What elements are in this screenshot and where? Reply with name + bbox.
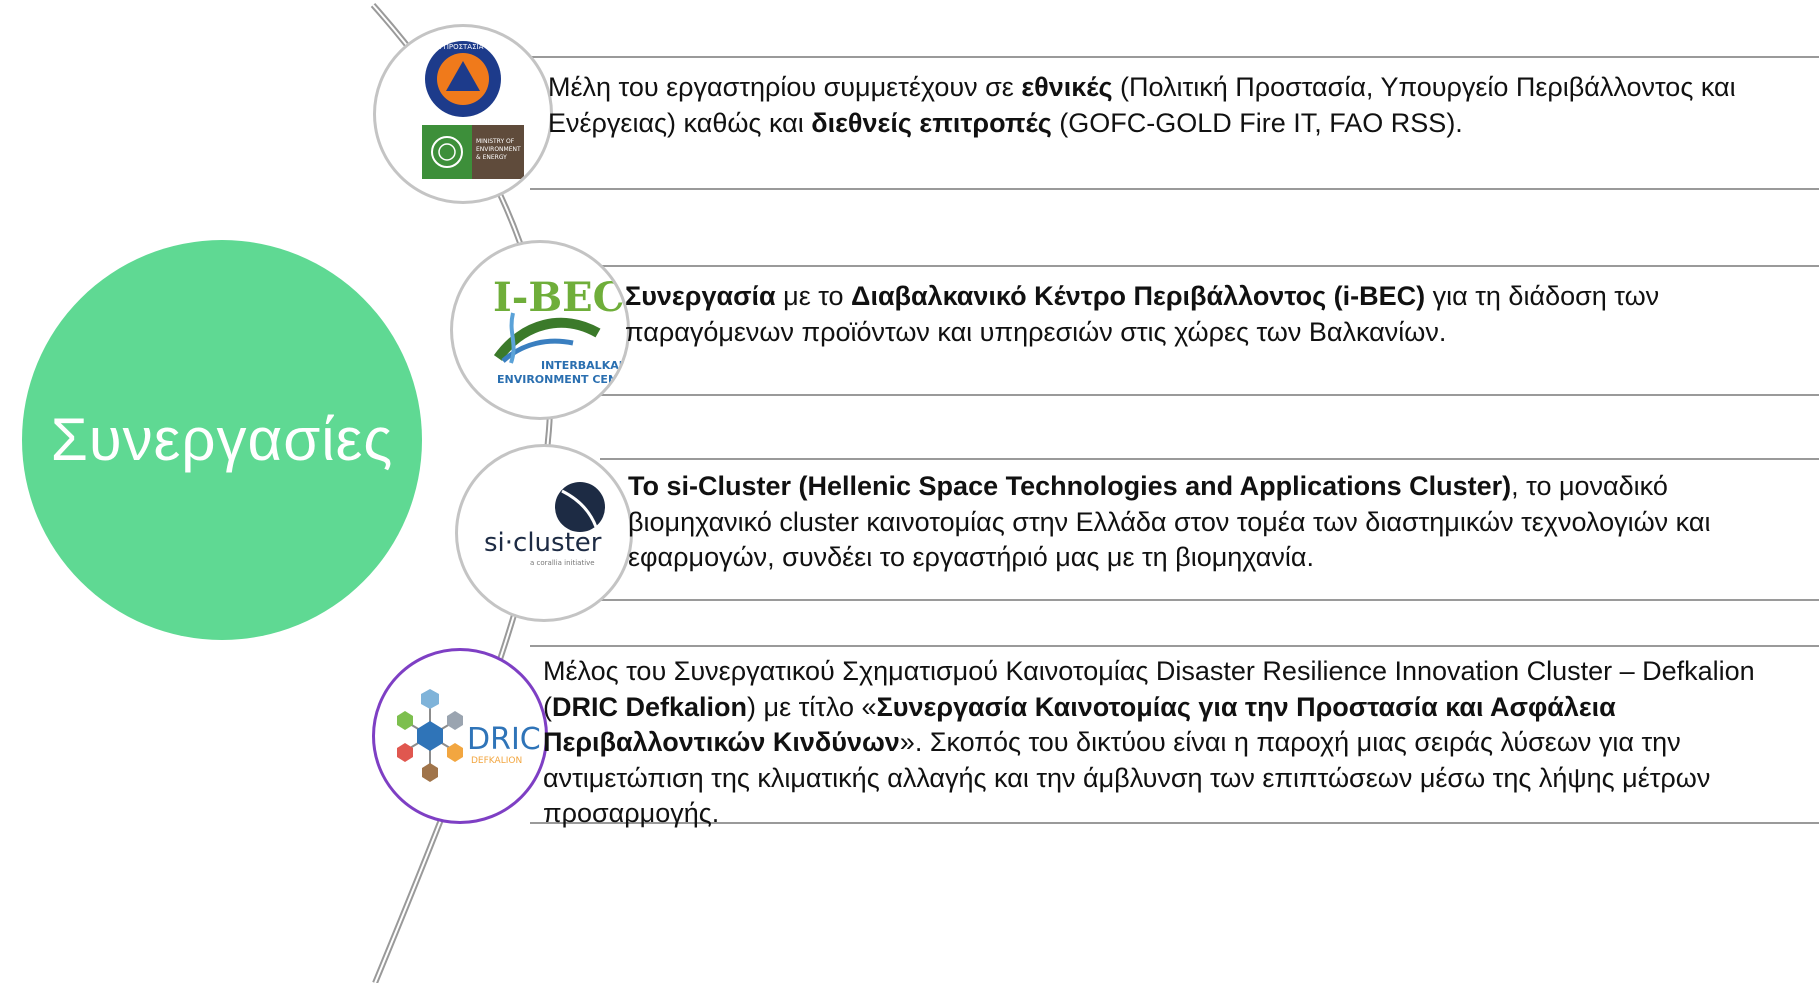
ministry-text-1: MINISTRY OF [476,138,515,145]
si-cluster-word: si·cluster [484,528,602,558]
civil-protection-seal-icon: ΠΟΛΙΤΙΚΗ ΠΡΟΣΤΑΣΙΑ · ΕΛΛΑΔΑ MINISTRY OF … [408,41,524,179]
item-divider [530,645,1819,647]
item-divider [530,188,1819,190]
si-cluster-emblem-icon: si·cluster a corallia initiative [484,482,605,567]
bold-text-segment: Συνεργασία [625,281,776,311]
text-segment: (GOFC-GOLD Fire IT, FAO RSS). [1051,107,1463,138]
text-segment: Μέλος του Συνεργατικού Σχηματισμού Καινο… [543,656,1755,722]
page-title: Συνεργασίες [50,406,394,473]
bold-text-segment: Το si-Cluster (Hellenic Space Technologi… [628,471,1512,501]
dric-defkalion-logo: DRIC DEFKALION [372,648,548,824]
bold-text-segment: διεθνείς επιτροπές [811,107,1052,138]
ibec-line1: INTERBALKAN [541,359,627,372]
text-segment: Μέλη του εργαστηρίου συμμετέχουν σε [548,72,1022,102]
item-divider [600,394,1819,396]
text-segment: με το [775,281,852,311]
text-segment: (Πολιτική Προστασία, Υπουργείο Περιβάλλο… [548,72,1736,138]
bold-text-segment: Διαβαλκανικό Κέντρο Περιβάλλοντος (i-BEC… [851,281,1426,311]
civil-protection-and-ministry-logo: ΠΟΛΙΤΙΚΗ ΠΡΟΣΤΑΣΙΑ · ΕΛΛΑΔΑ MINISTRY OF … [373,24,553,204]
dric-hex-network-icon: DRIC DEFKALION [397,689,541,782]
si-cluster-tagline: a corallia initiative [530,559,595,567]
si-cluster-logo: si·cluster a corallia initiative [455,444,633,622]
item-text-2: Συνεργασία με το Διαβαλκανικό Κέντρο Περ… [625,279,1805,350]
item-divider [530,56,1819,58]
item-text-1: Μέλη του εργαστηρίου συμμετέχουν σε εθνι… [548,70,1798,141]
bold-text-segment: DRIC Defkalion [552,691,748,722]
item-text-4: Μέλος του Συνεργατικού Σχηματισμού Καινο… [543,654,1813,832]
bold-text-segment: εθνικές [1021,72,1113,102]
dric-word: DRIC [467,722,541,757]
item-divider [600,458,1819,460]
bold-text-segment: Συνεργασία Καινοτομίας για την Προστασία… [543,691,1616,758]
text-segment: ». Σκοπός του δικτύου είναι η παροχή μια… [543,727,1711,828]
ibec-emblem-icon: I-BEC INTERBALKAN ENVIRONMENT CENTER [493,274,627,386]
item-divider [530,822,1819,824]
ibec-logo: I-BEC INTERBALKAN ENVIRONMENT CENTER [450,240,630,420]
text-segment: για τη διάδοση των παραγόμενων προϊόντων… [625,281,1660,347]
ministry-text-2: ENVIRONMENT [476,146,521,153]
item-text-3: Το si-Cluster (Hellenic Space Technologi… [628,469,1808,576]
seal-text: ΠΟΛΙΤΙΚΗ ΠΡΟΣΤΑΣΙΑ · ΕΛΛΑΔΑ [408,43,519,51]
item-divider [600,265,1819,267]
main-circle [22,240,422,640]
ibec-word: I-BEC [493,274,624,321]
dric-sub: DEFKALION [471,756,522,766]
ibec-line2: ENVIRONMENT CENTER [497,373,627,386]
ministry-text-3: & ENERGY [476,154,507,161]
text-segment: , το μοναδικό βιομηχανικό cluster καινοτ… [628,471,1711,572]
item-divider [600,599,1819,601]
text-segment: ) με τίτλο « [747,691,877,722]
